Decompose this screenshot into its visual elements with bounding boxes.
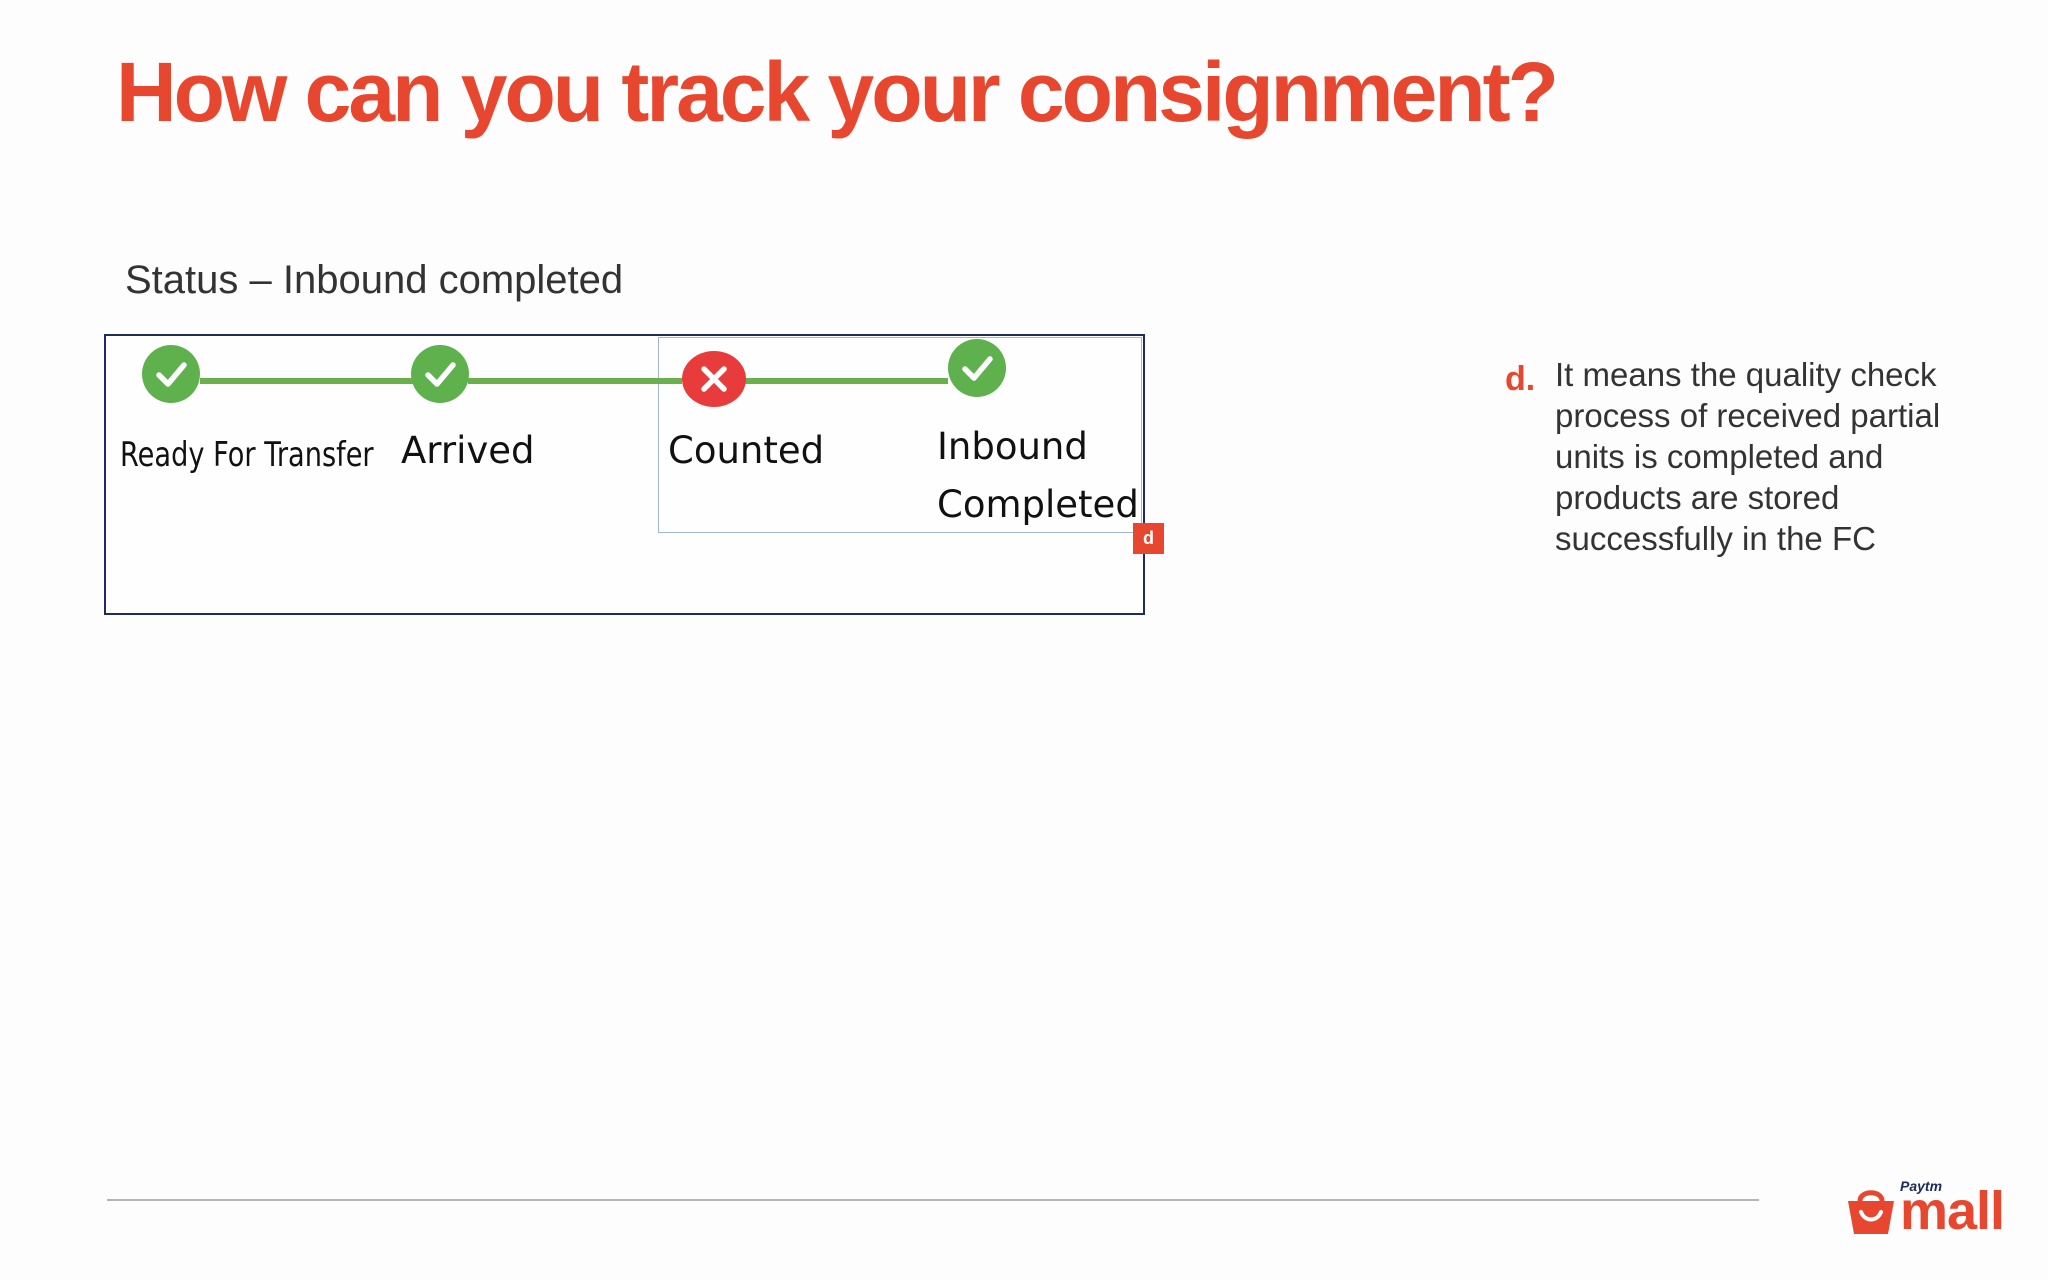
logo-main-text: mall [1900,1181,2005,1241]
step-label-arrived: Arrived [401,429,535,472]
check-circle-icon [411,345,469,403]
note-marker: d. [1505,360,1536,398]
slide-title: How can you track your consignment? [116,45,1559,139]
note-text: It means the quality check process of re… [1555,356,1941,557]
highlight-frame [658,337,1142,533]
step-label-counted: Counted [668,429,825,472]
step-label-inbound-completed: Inbound Completed [937,425,1139,526]
check-circle-icon [142,345,200,403]
status-heading: Status – Inbound completed [125,258,624,302]
callout-marker-badge: d [1133,523,1164,554]
shopping-bag-icon [1848,1190,1894,1234]
footer-divider [107,1199,1759,1201]
paytm-mall-logo: Paytm mall [1845,1178,2017,1238]
check-circle-icon [948,339,1006,397]
step-label-ready-for-transfer: Ready For Transfer [120,435,374,475]
progress-connector-1 [200,378,414,384]
cross-circle-icon [682,351,746,407]
logo-small-text: Paytm [1900,1178,1943,1194]
progress-connector-3 [740,378,948,384]
progress-connector-2 [468,378,682,384]
